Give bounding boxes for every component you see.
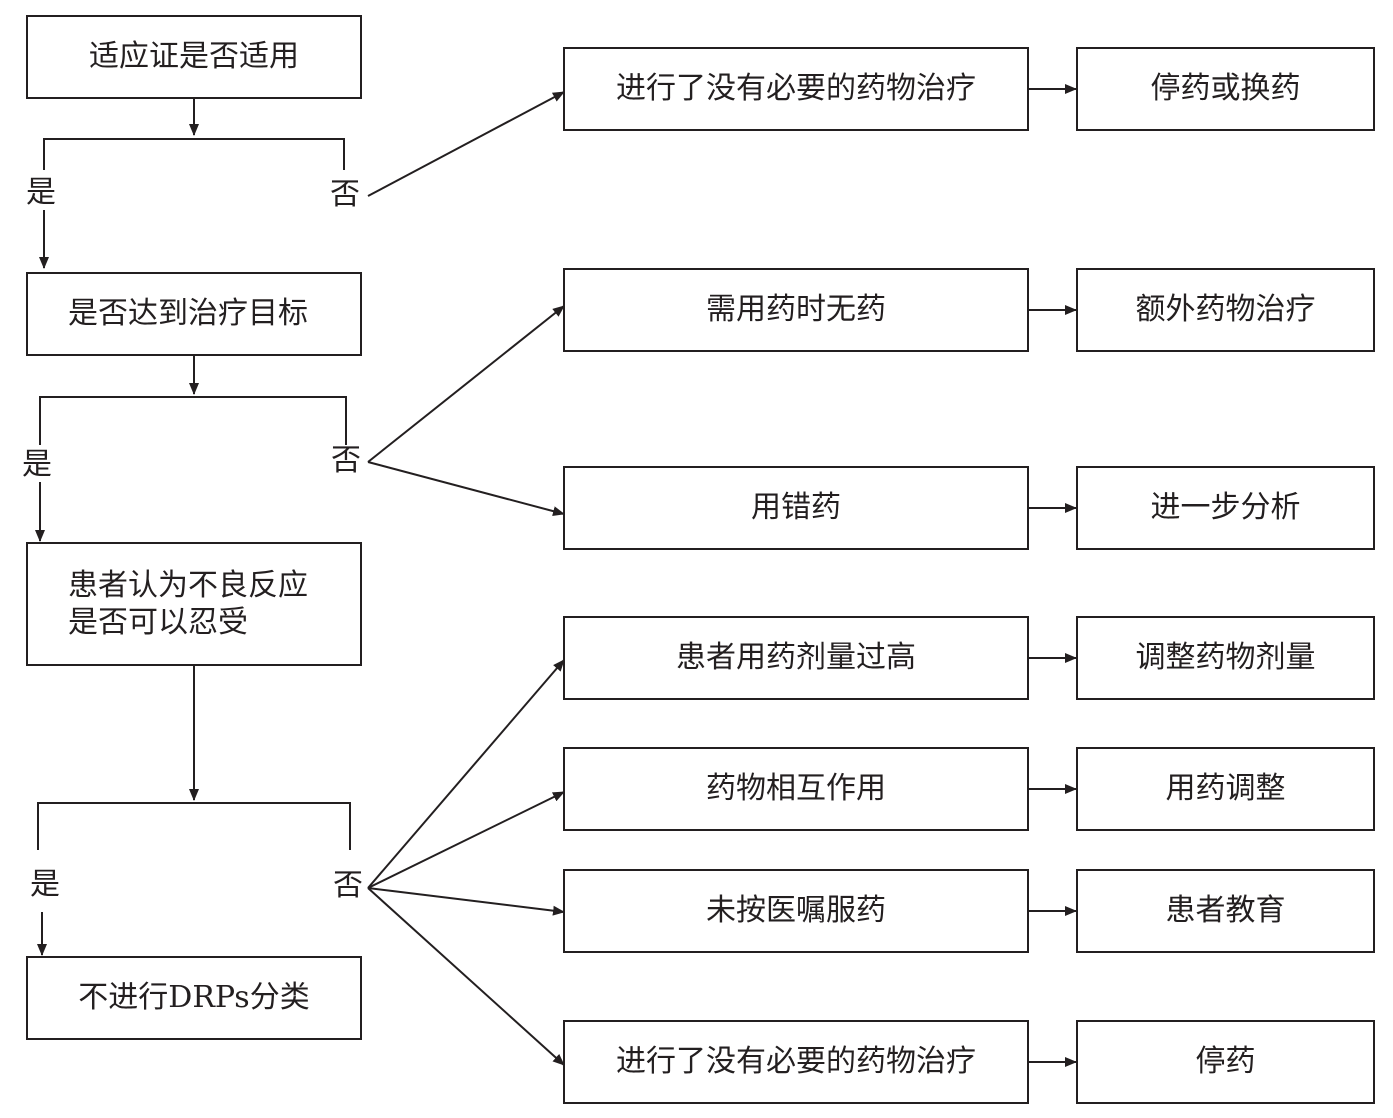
action-text: 停药或换药 (1150, 71, 1301, 107)
action-text: 停药 (1195, 1044, 1256, 1080)
problem-text: 患者用药剂量过高 (676, 640, 916, 676)
q2-branch-bracket (39, 396, 347, 445)
q3-no-arrow-4 (367, 887, 565, 1066)
problem-non-adherence: 未按医嘱服药 (563, 869, 1029, 953)
q3-no-arrow-2 (367, 791, 565, 889)
q1-yes-label: 是 (26, 175, 56, 210)
decision-text-line2: 是否可以忍受 (68, 605, 248, 640)
action-text: 进一步分析 (1150, 490, 1301, 526)
q1-no-label: 否 (330, 177, 360, 212)
action-further-analysis: 进一步分析 (1076, 466, 1375, 550)
problem-text: 进行了没有必要的药物治疗 (616, 71, 976, 107)
problem-text: 用错药 (751, 490, 841, 526)
action-text: 患者教育 (1165, 893, 1286, 929)
end-text: 不进行DRPs分类 (78, 980, 310, 1016)
action-text: 用药调整 (1165, 771, 1286, 807)
problem-wrong-drug: 用错药 (563, 466, 1029, 550)
decision-adverse-reaction-tolerable: 患者认为不良反应 是否可以忍受 (26, 542, 362, 666)
decision-text: 是否达到治疗目标 (68, 296, 308, 332)
problem-text: 药物相互作用 (706, 771, 886, 807)
q2-no-label: 否 (331, 443, 361, 478)
action-adjust-dose: 调整药物剂量 (1076, 616, 1375, 700)
q2-yes-label: 是 (22, 447, 52, 482)
problem-dose-too-high: 患者用药剂量过高 (563, 616, 1029, 700)
problem-unnecessary-therapy-2: 进行了没有必要的药物治疗 (563, 1020, 1029, 1104)
action-adjust-medication: 用药调整 (1076, 747, 1375, 831)
problem-needs-additional-drug: 需用药时无药 (563, 268, 1029, 352)
q3-branch-bracket (37, 802, 351, 850)
decision-therapy-goal-reached: 是否达到治疗目标 (26, 272, 362, 356)
decision-text-line1: 患者认为不良反应 (68, 567, 308, 603)
action-text: 额外药物治疗 (1135, 292, 1316, 328)
problem-text: 未按医嘱服药 (706, 893, 886, 929)
action-stop-drug: 停药 (1076, 1020, 1375, 1104)
action-text: 调整药物剂量 (1135, 640, 1316, 676)
problem-unnecessary-therapy: 进行了没有必要的药物治疗 (563, 47, 1029, 131)
problem-drug-interaction: 药物相互作用 (563, 747, 1029, 831)
q1-branch-bracket (43, 138, 345, 170)
problem-text: 进行了没有必要的药物治疗 (616, 1044, 976, 1080)
problem-text: 需用药时无药 (706, 292, 886, 328)
action-patient-education: 患者教育 (1076, 869, 1375, 953)
q1-no-arrow (367, 91, 565, 197)
q2-no-arrow-1 (367, 305, 565, 463)
q3-no-label: 否 (333, 868, 363, 903)
decision-indication-applicable: 适应证是否适用 (26, 15, 362, 99)
q2-no-arrow-2 (367, 461, 565, 517)
decision-text: 适应证是否适用 (89, 39, 299, 75)
q3-no-arrow-3 (367, 887, 565, 916)
action-additional-therapy: 额外药物治疗 (1076, 268, 1375, 352)
q3-yes-label: 是 (30, 867, 60, 902)
end-no-drp-classification: 不进行DRPs分类 (26, 956, 362, 1040)
action-stop-or-switch: 停药或换药 (1076, 47, 1375, 131)
q3-no-arrow-1 (367, 659, 565, 889)
